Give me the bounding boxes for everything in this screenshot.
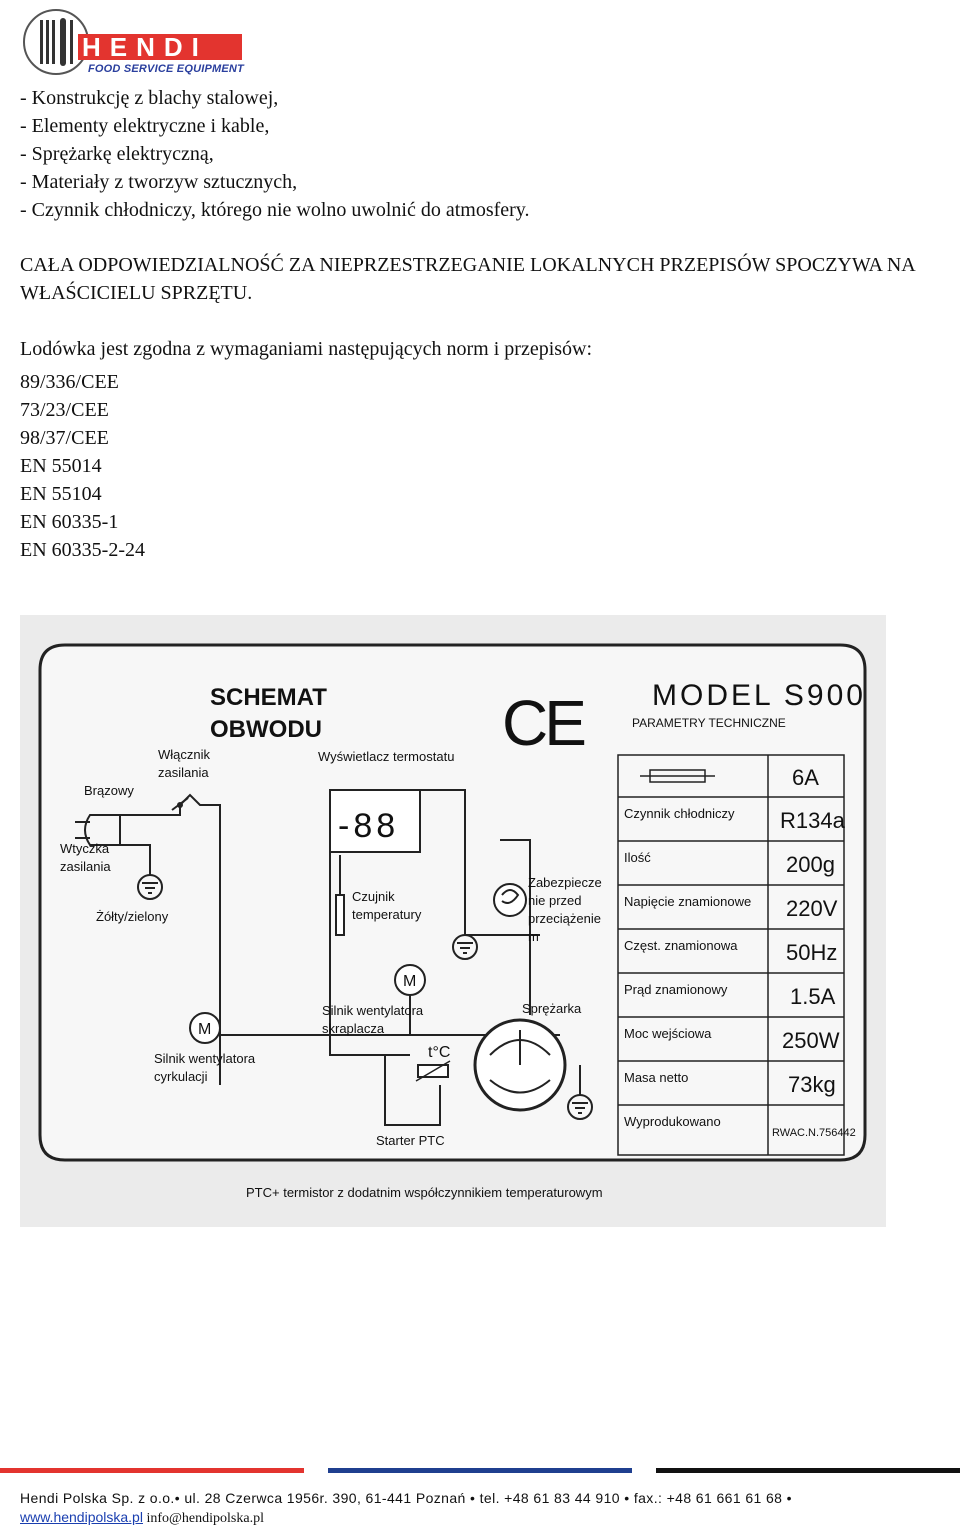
label-overload-1: Zabezpiecze [528,875,602,890]
ground-icon [567,1094,593,1120]
svg-text:M: M [198,1021,211,1038]
label-sensor-2: temperatury [352,907,422,922]
power-switch-icon [171,797,189,811]
website-link[interactable]: www.hendipolska.pl [20,1509,143,1525]
label-circulation-fan-2: cyrkulacji [154,1069,208,1084]
norms-intro: Lodówka jest zgodna z wymaganiami następ… [20,338,593,360]
label-starter: Starter PTC [376,1133,445,1148]
logo-brand-text: HENDI [82,32,208,62]
label-condenser-fan-2: skraplacza [322,1021,385,1036]
circuit-wires [120,789,581,1126]
spec-value: RWAC.N.756442 [772,1127,856,1139]
spec-label: Czynnik chłodniczy [624,806,735,821]
norm-item: EN 60335-1 [20,511,119,533]
label-overload-2: nie przed [528,893,581,908]
label-circulation-fan-1: Silnik wentylatora [154,1051,256,1066]
diagram-title-line1: SCHEMAT [210,684,327,711]
label-display: Wyświetlacz termostatu [318,749,454,764]
spec-label: Wyprodukowano [624,1114,721,1129]
label-overload-3: przeciążenie [528,911,601,926]
ground-icon [137,874,163,900]
params-title: PARAMETRY TECHNICZNE [632,716,786,730]
footer-bar-red [0,1468,304,1473]
footer-address: Hendi Polska Sp. z o.o.• ul. 28 Czerwca … [20,1490,792,1506]
list-item: - Sprężarkę elektryczną, [20,143,214,165]
list-item: - Czynnik chłodniczy, którego nie wolno … [20,199,530,221]
norm-item: 98/37/CEE [20,427,109,449]
footer-bar-black [656,1468,960,1473]
hendi-logo: HENDI [23,9,242,75]
list-item: - Elementy elektryczne i kable, [20,115,270,137]
spec-label: Częst. znamionowa [624,938,738,953]
norm-item: EN 55014 [20,455,102,477]
label-switch-1: Włącznik [158,747,211,762]
logo-brand-band [78,34,242,60]
thermostat-display-box [329,789,421,853]
list-item: - Konstrukcję z blachy stalowej, [20,87,279,109]
ce-mark-icon: CE [502,687,584,759]
spec-value: 1.5A [790,984,836,1009]
temperature-sensor-icon [335,894,345,936]
spec-value: 50Hz [786,940,837,965]
svg-text:M: M [403,973,416,990]
spec-label: Moc wejściowa [624,1026,712,1041]
disposal-list: - Konstrukcję z blachy stalowej, - Eleme… [20,84,530,224]
footer-bar-blue [328,1468,632,1473]
ptc-symbol: t°C [428,1044,450,1061]
cutlery-icon [40,18,73,66]
spec-value: 6A [792,765,819,790]
ground-icon [452,934,478,960]
model-name: MODEL S900 [652,679,866,712]
diagram-frame [38,643,867,1162]
norms-list: 89/336/CEE 73/23/CEE 98/37/CEE EN 55014 … [20,368,145,564]
condenser-fan-motor-icon: M [394,964,426,996]
circuit-diagram: SCHEMAT OBWODU CE MODEL S900 PARAMETRY T… [20,615,886,1227]
label-brown: Brązowy [84,783,134,798]
norm-item: 89/336/CEE [20,371,119,393]
compressor-icon [473,1018,567,1112]
footer-contact: www.hendipolska.pl info@hendipolska.pl [20,1509,264,1527]
thermostat-display-value: -88 [338,807,399,845]
norm-item: EN 60335-2-24 [20,539,145,561]
overload-protector-icon [493,883,527,917]
footer-email[interactable]: info@hendipolska.pl [146,1511,264,1526]
diagram-title-line2: OBWODU [210,716,322,743]
spec-value: 250W [782,1028,840,1053]
spec-label: Masa netto [624,1070,688,1085]
label-switch-2: zasilania [158,765,209,780]
label-ground: Żółty/zielony [96,909,169,924]
norm-item: EN 55104 [20,483,102,505]
spec-label: Ilość [624,850,651,865]
label-plug-2: zasilania [60,859,111,874]
spec-label: Napięcie znamionowe [624,894,751,909]
spec-value: 200g [786,852,835,877]
responsibility-notice: CAŁA ODPOWIEDZIALNOŚĆ ZA NIEPRZESTRZEGAN… [20,254,915,304]
spec-table-grid [617,754,845,1156]
spec-value: 73kg [788,1072,836,1097]
label-condenser-fan-1: Silnik wentylatora [322,1003,424,1018]
spec-value: R134a [780,808,846,833]
diagram-caption: PTC+ termistor z dodatnim współczynnikie… [246,1185,603,1200]
logo-tagline: FOOD SERVICE EQUIPMENT [88,63,244,75]
label-sensor-1: Czujnik [352,889,395,904]
spec-value: 220V [786,896,838,921]
label-overload-4: m [528,929,539,944]
label-plug-1: Wtyczka [60,841,110,856]
circulation-fan-motor-icon: M [189,1012,221,1044]
label-compressor: Sprężarka [522,1001,582,1016]
power-plug-icon [75,814,121,846]
list-item: - Materiały z tworzyw sztucznych, [20,171,298,193]
ptc-diagonal [415,1060,451,1082]
spec-label: Prąd znamionowy [624,982,728,997]
norm-item: 73/23/CEE [20,399,109,421]
